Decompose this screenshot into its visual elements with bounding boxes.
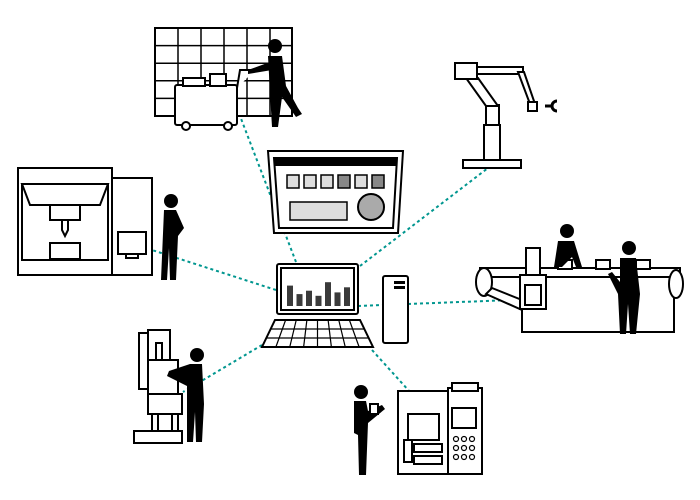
cnc-key: [452, 444, 460, 452]
chart-bar: [344, 287, 350, 306]
keyboard-col: [289, 319, 297, 348]
conveyor-node: [475, 224, 684, 334]
panel-button: [286, 174, 300, 189]
panel-button: [337, 174, 351, 189]
drill-press-node: [133, 329, 204, 444]
link-conveyor: [407, 299, 513, 305]
cnc-key: [452, 435, 460, 443]
link-server: [357, 304, 384, 307]
link-whiteboard: [239, 115, 297, 263]
panel-button: [354, 174, 368, 189]
cnc-key: [468, 453, 476, 461]
keyboard-col: [275, 319, 287, 348]
keyboard-col: [303, 319, 308, 348]
worker-figure: [608, 241, 640, 334]
link-cnc: [371, 349, 411, 393]
link-robot-arm: [359, 167, 489, 267]
chart-bar: [334, 292, 341, 306]
chart-bar: [296, 294, 303, 306]
operator-figure: [161, 194, 184, 280]
panel-dial: [357, 193, 385, 221]
3d-printer-node: [17, 167, 184, 280]
cnc-machine-node: [354, 382, 483, 475]
keyboard-col: [348, 319, 360, 348]
keyboard-col: [327, 319, 332, 348]
keyboard-col: [338, 319, 346, 348]
laptop-bar-chart: [287, 282, 350, 306]
robot-arm-node: [454, 62, 558, 169]
chart-bar: [315, 295, 322, 306]
panel-button: [320, 174, 334, 189]
cnc-key: [460, 435, 468, 443]
server-tower: [382, 275, 409, 344]
operator-figure: [167, 348, 204, 442]
chart-bar: [287, 285, 293, 306]
whiteboard-worker-node: [154, 27, 302, 131]
worker-figure: [554, 224, 582, 267]
hub-laptop: [260, 263, 375, 348]
panel-button: [303, 174, 317, 189]
chart-bar: [325, 282, 331, 306]
cnc-key: [460, 444, 468, 452]
operator-figure: [354, 385, 385, 475]
chart-bar: [306, 290, 312, 306]
cnc-key: [460, 453, 468, 461]
panel-button: [371, 174, 385, 189]
control-panel-node: [266, 150, 405, 234]
cnc-key: [452, 453, 460, 461]
worker-figure: [248, 39, 302, 127]
cnc-key: [468, 435, 476, 443]
cnc-key: [468, 444, 476, 452]
